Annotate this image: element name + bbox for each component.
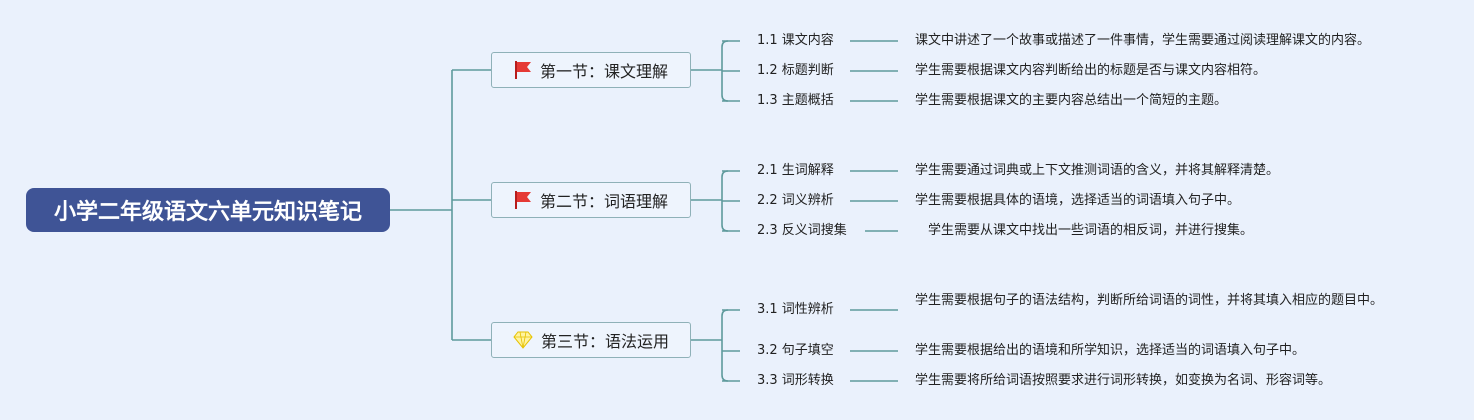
red-flag-icon xyxy=(514,60,532,80)
description-text: 学生需要根据给出的语境和所学知识，选择适当的词语填入句子中。 xyxy=(915,343,1306,358)
description-text: 学生需要根据句子的语法结构，判断所给词语的词性，并将其填入相应的题目中。 xyxy=(915,293,1384,308)
description-text: 学生需要从课文中找出一些词语的相反词，并进行搜集。 xyxy=(928,223,1254,238)
topic-node[interactable]: 2.1 生词解释 xyxy=(757,163,834,178)
topic-node[interactable]: 1.2 标题判断 xyxy=(757,63,834,78)
topic-node[interactable]: 1.3 主题概括 xyxy=(757,93,834,108)
diamond-icon xyxy=(513,331,533,349)
section-node-2[interactable]: 第二节：词语理解 xyxy=(491,182,691,218)
description-text: 学生需要根据具体的语境，选择适当的词语填入句子中。 xyxy=(915,193,1241,208)
section-node-1[interactable]: 第一节：课文理解 xyxy=(491,52,691,88)
item-bracket xyxy=(721,309,729,382)
section-label: 第三节：语法运用 xyxy=(540,332,669,351)
topic-node[interactable]: 3.1 词性辨析 xyxy=(757,302,834,317)
section-node-3[interactable]: 第三节：语法运用 xyxy=(491,322,691,358)
topic-node[interactable]: 2.2 词义辨析 xyxy=(757,193,834,208)
topic-node[interactable]: 3.3 词形转换 xyxy=(757,373,834,388)
section-label: 第一节：课文理解 xyxy=(539,62,668,81)
root-title: 小学二年级语文六单元知识笔记 xyxy=(53,200,362,225)
description-text: 学生需要将所给词语按照要求进行词形转换，如变换为名词、形容词等。 xyxy=(915,373,1332,388)
red-flag-icon xyxy=(514,190,532,210)
section-label: 第二节：词语理解 xyxy=(539,192,668,211)
topic-node[interactable]: 3.2 句子填空 xyxy=(757,343,834,358)
topic-node[interactable]: 1.1 课文内容 xyxy=(757,33,834,48)
topic-node[interactable]: 2.3 反义词搜集 xyxy=(757,223,847,238)
description-text: 学生需要通过词典或上下文推测词语的含义，并将其解释清楚。 xyxy=(915,163,1280,178)
description-text: 课文中讲述了一个故事或描述了一件事情，学生需要通过阅读理解课文的内容。 xyxy=(915,33,1371,48)
description-text: 学生需要根据课文的主要内容总结出一个简短的主题。 xyxy=(915,93,1228,108)
description-text: 学生需要根据课文内容判断给出的标题是否与课文内容相符。 xyxy=(915,63,1267,78)
root-node[interactable]: 小学二年级语文六单元知识笔记 xyxy=(26,188,390,232)
